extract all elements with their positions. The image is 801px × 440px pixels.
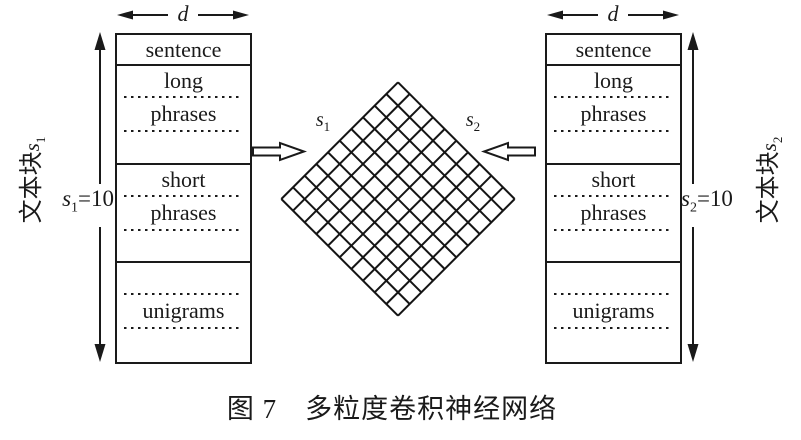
row-sentence: sentence [547, 35, 680, 66]
dotted-divider [124, 229, 243, 231]
dotted-divider [554, 195, 673, 197]
short-phrases-label: phrases [150, 200, 217, 225]
height-arrow-right-icon [687, 32, 699, 362]
side-label-left-var: s [20, 143, 44, 152]
matrix-axis-right-sub: 2 [473, 119, 481, 134]
section-long-phrases: long phrases [547, 66, 680, 165]
text-block-table-right: sentence long phrases short phrases unig… [545, 33, 682, 364]
dotted-divider [554, 229, 673, 231]
dotted-divider [554, 130, 673, 132]
short-label: short [161, 167, 206, 192]
matrix-axis-left-sub: 1 [323, 119, 331, 134]
long-phrases-label: phrases [580, 101, 647, 126]
dotted-divider [124, 96, 243, 98]
section-short-phrases: short phrases [117, 165, 250, 263]
row-sentence-label: sentence [575, 37, 652, 62]
width-label-right: d [595, 1, 631, 27]
long-label: long [593, 68, 634, 93]
side-label-right-var: s [757, 143, 781, 152]
block-arrow-right-icon [481, 141, 536, 162]
dotted-divider [124, 130, 243, 132]
row-sentence-label: sentence [145, 37, 222, 62]
size-label-left-value: =10 [78, 186, 114, 211]
long-label: long [163, 68, 204, 93]
width-arrow-left-icon [117, 10, 249, 20]
dotted-divider [554, 96, 673, 98]
side-label-right-sub: 2 [769, 136, 785, 144]
similarity-matrix-grid [280, 81, 516, 317]
height-arrow-left-icon [94, 32, 106, 362]
short-label: short [591, 167, 636, 192]
size-label-left-var: s [62, 186, 72, 211]
size-label-left: s1=10 [38, 185, 114, 223]
size-label-right-sub: 2 [689, 200, 697, 216]
width-label-right-text: d [607, 1, 619, 26]
size-label-right-value: =10 [696, 186, 733, 211]
long-phrases-label: phrases [150, 101, 217, 126]
dotted-divider [124, 327, 243, 329]
row-sentence: sentence [117, 35, 250, 66]
unigrams-label: unigrams [572, 298, 655, 323]
text-block-table-left: sentence long phrases short phrases unig… [115, 33, 252, 364]
short-phrases-label: phrases [580, 200, 647, 225]
width-arrow-right-icon [547, 10, 679, 20]
section-unigrams: unigrams [117, 263, 250, 362]
block-arrow-left-icon [252, 141, 307, 162]
matrix-axis-label-right: s2 [456, 107, 490, 140]
matrix-axis-right-var: s [465, 109, 474, 131]
side-label-right-prefix: 文本块 [756, 151, 782, 224]
size-label-right-var: s [681, 186, 690, 211]
section-short-phrases: short phrases [547, 165, 680, 263]
width-label-left: d [165, 1, 201, 27]
size-label-left-sub: 1 [71, 200, 79, 216]
side-label-right: 文本块s2 [754, 124, 785, 236]
section-unigrams: unigrams [547, 263, 680, 362]
figure-caption: 图 7 多粒度卷积神经网络 [226, 394, 558, 424]
side-label-left-sub: 1 [32, 136, 48, 144]
width-label-left-text: d [177, 1, 189, 26]
dotted-divider [554, 293, 673, 295]
spacer [117, 263, 250, 293]
matrix-axis-left-var: s [315, 109, 324, 131]
dotted-divider [124, 293, 243, 295]
matrix-axis-label-left: s1 [306, 107, 340, 140]
dotted-divider [554, 327, 673, 329]
size-label-right: s2=10 [681, 185, 757, 223]
section-long-phrases: long phrases [117, 66, 250, 165]
dotted-divider [124, 195, 243, 197]
spacer [547, 263, 680, 293]
unigrams-label: unigrams [142, 298, 225, 323]
